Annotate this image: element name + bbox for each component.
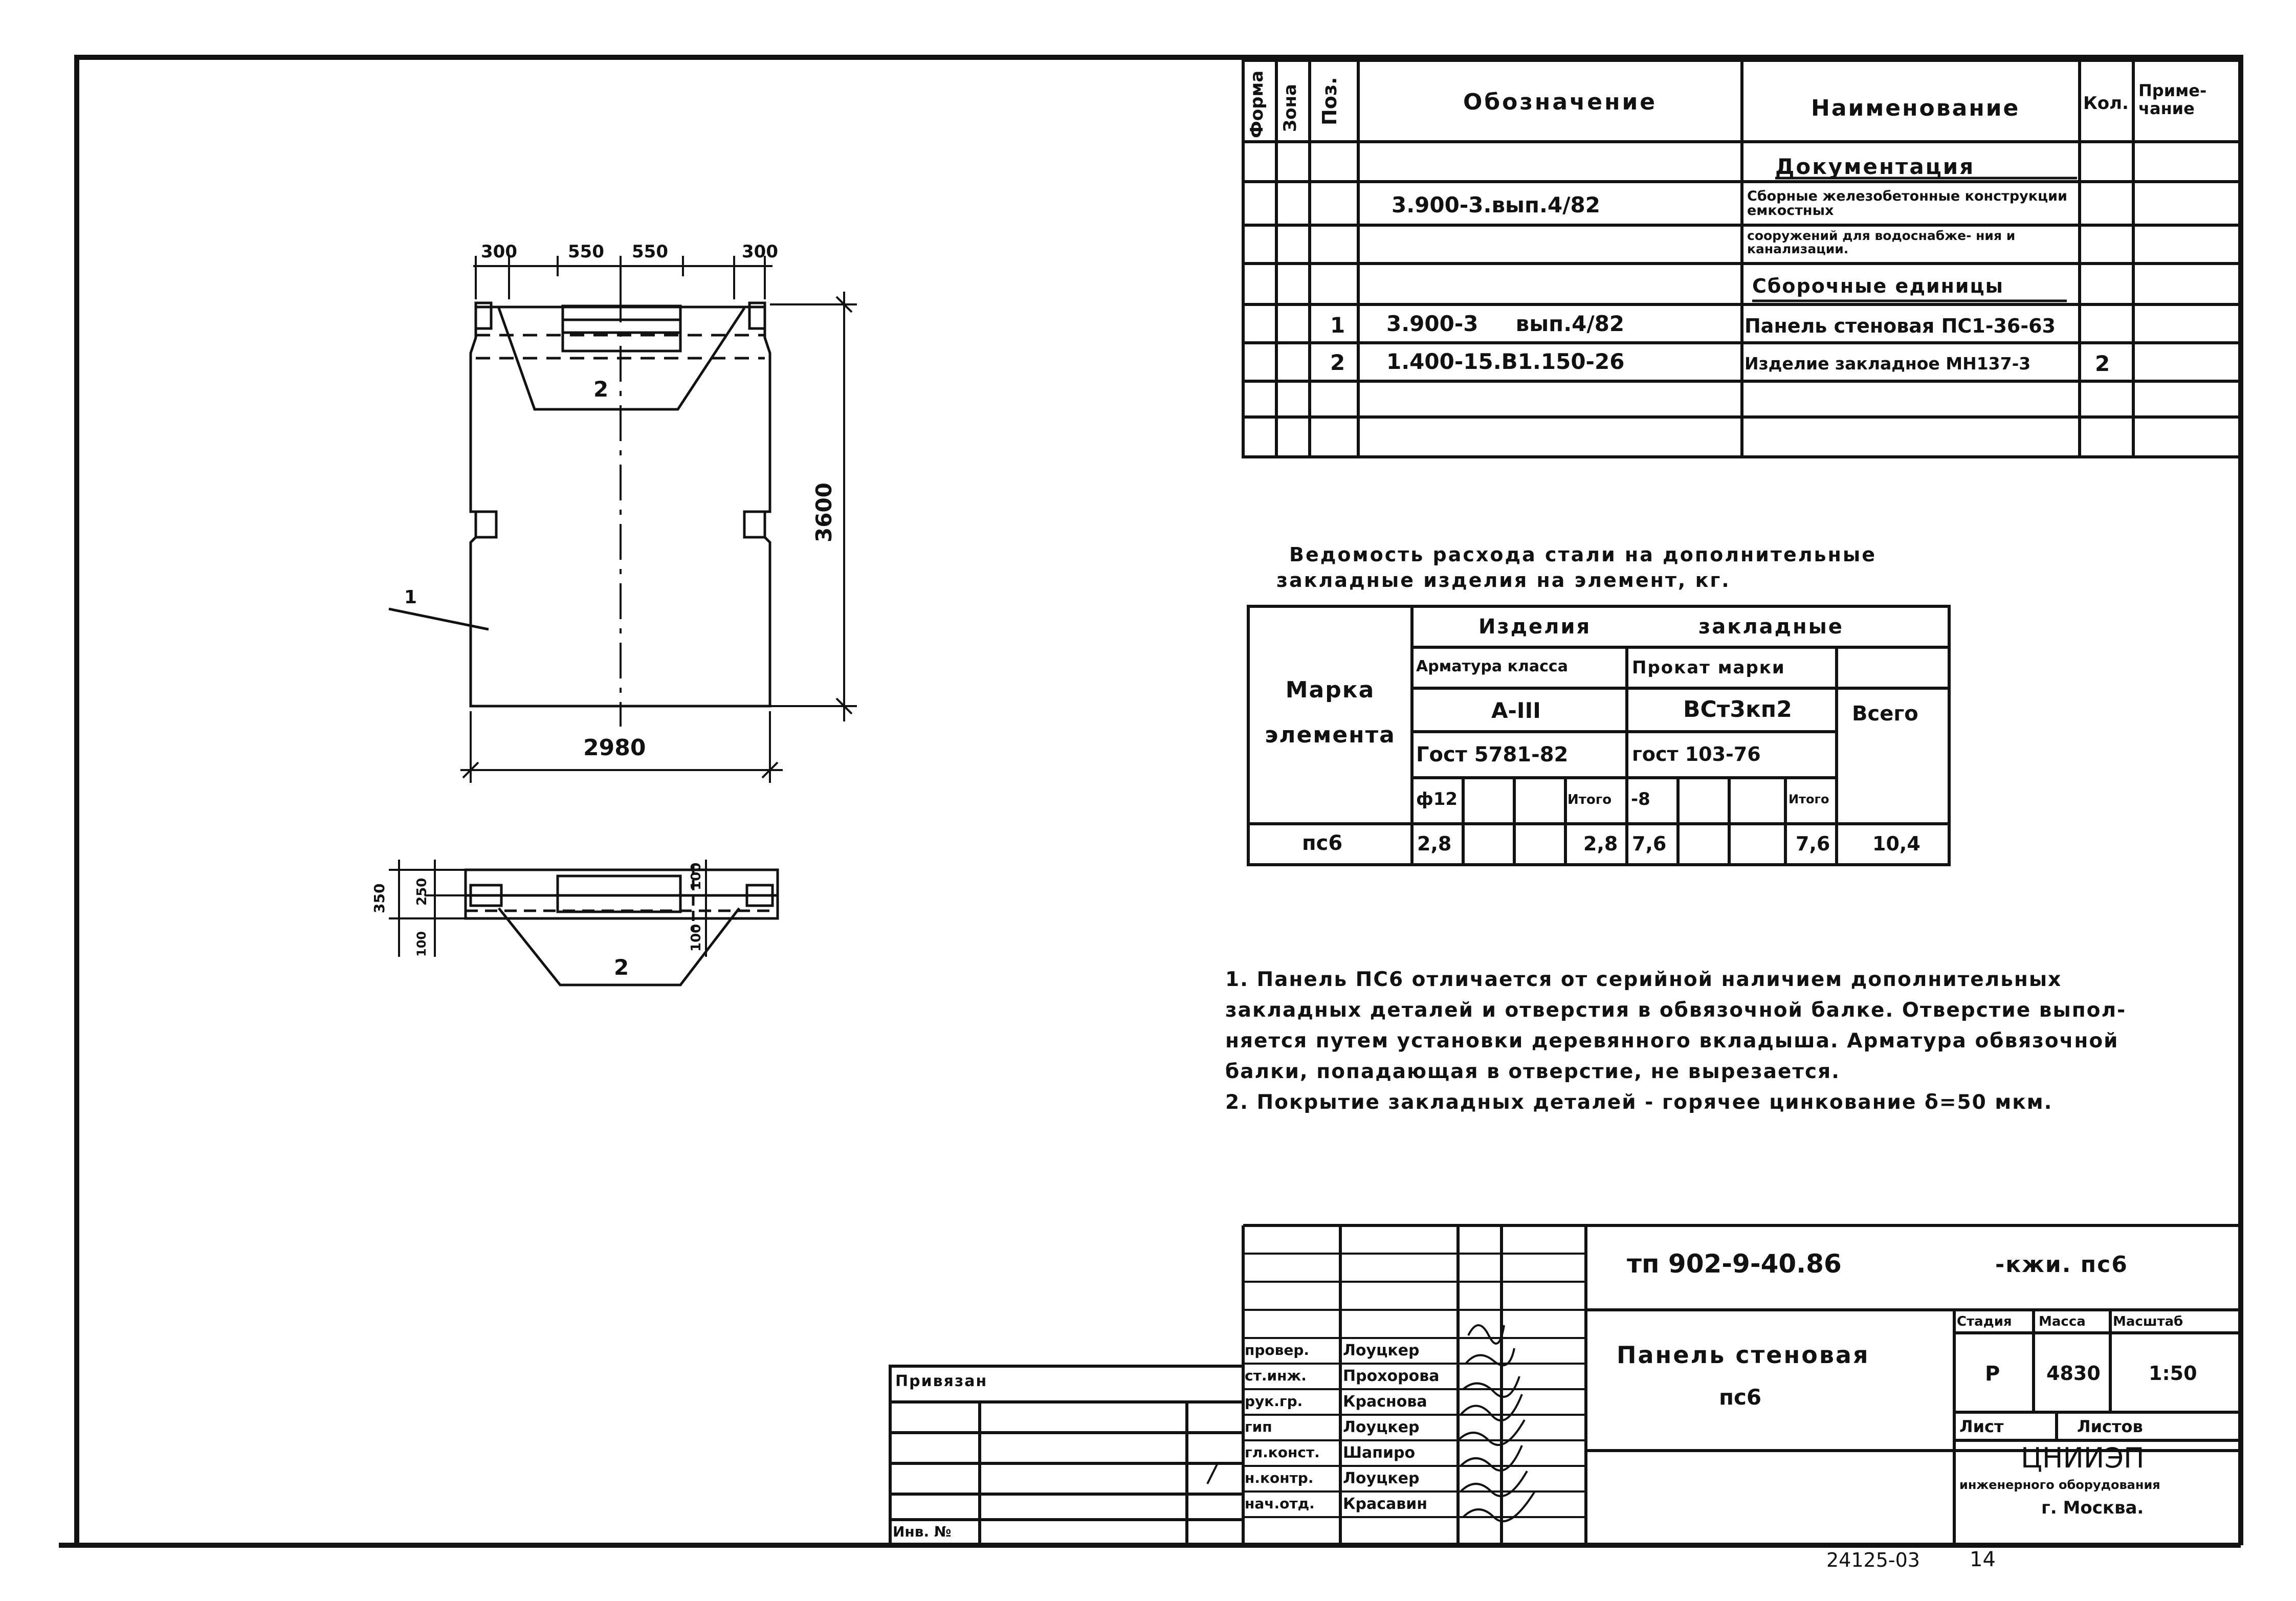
stamp-role-1: ст.инж. xyxy=(1245,1367,1307,1384)
steel-mark-header: Марка элемента xyxy=(1265,677,1396,748)
steel-row-d8: 7,6 xyxy=(1632,832,1667,855)
stamp-massa-label: Масса xyxy=(2039,1314,2086,1329)
stamp-inv: Инв. № xyxy=(893,1523,952,1540)
steel-group-header-1: Изделия xyxy=(1478,615,1592,639)
note-line-2: закладных деталей и отверстия в обвязочн… xyxy=(1225,999,2127,1022)
spec-header-forma: Форма xyxy=(1247,70,1267,138)
spec-row-4-name: Панель стеновая ПС1-36-63 xyxy=(1745,315,2056,337)
spec-header-oboznachenie: Обозначение xyxy=(1463,89,1658,115)
stamp-role-6: нач.отд. xyxy=(1245,1495,1315,1512)
section-dim-250: 250 xyxy=(414,878,430,906)
footer-archive: 24125-03 xyxy=(1826,1549,1920,1571)
steel-group-header-2: закладные xyxy=(1698,615,1844,639)
stamp-role-5: н.контр. xyxy=(1245,1470,1314,1486)
note-line-3: няется путем установки деревянного вклад… xyxy=(1225,1029,2119,1052)
dim-width-2980: 2980 xyxy=(583,735,646,761)
spec-header-zona: Зона xyxy=(1280,84,1300,132)
stamp-role-3: гип xyxy=(1245,1418,1272,1435)
spec-header-naimenovanie: Наименование xyxy=(1811,95,2020,121)
note-line-1: 1. Панель ПС6 отличается от серийной нал… xyxy=(1225,968,2062,991)
stamp-code: тп 902-9-40.86 xyxy=(1627,1249,1842,1279)
spec-row-4-oboz: 3.900-3 вып.4/82 xyxy=(1386,311,1625,336)
spec-row-3-name: Сборочные единицы xyxy=(1752,275,2004,297)
stamp-title-line2: пс6 xyxy=(1719,1385,1762,1410)
spec-row-1-name: Сборные железобетонные конструкции емкос… xyxy=(1747,188,2067,219)
section-dim-100-left: 100 xyxy=(414,931,429,957)
stamp-list-label: Лист xyxy=(1959,1417,2004,1436)
stamp-suffix: -кжи. пс6 xyxy=(1995,1252,2128,1278)
steel-row-itogo1: 2,8 xyxy=(1583,832,1618,855)
steel-row-total: 10,4 xyxy=(1872,832,1920,855)
callout-1: 1 xyxy=(404,587,417,608)
steel-prokat-mark: ВСт3кп2 xyxy=(1683,696,1792,722)
stamp-privyazan: Привязан xyxy=(895,1372,988,1390)
stamp-masshtab-label: Масштаб xyxy=(2113,1314,2183,1329)
steel-armatura: Арматура класса xyxy=(1416,657,1568,675)
steel-row-mark: пс6 xyxy=(1302,831,1343,855)
stamp-stadia: Р xyxy=(1985,1362,2000,1386)
stamp-org-name: ЦНИИЭП xyxy=(2021,1442,2145,1474)
stamp-name-5: Лоуцкер xyxy=(1343,1470,1420,1487)
footer-sheet: 14 xyxy=(1970,1548,1996,1571)
stamp-org-sub: инженерного оборудования xyxy=(1959,1478,2160,1492)
stamp-role-4: гл.конст. xyxy=(1245,1444,1320,1461)
steel-title-line2: закладные изделия на элемент, кг. xyxy=(1276,569,1731,591)
spec-header-kol: Кол. xyxy=(2083,93,2129,114)
steel-armatura-class: А-III xyxy=(1491,698,1541,723)
stamp-role-0: провер. xyxy=(1245,1342,1310,1358)
steel-row-itogo2: 7,6 xyxy=(1796,832,1830,855)
dim-height-3600: 3600 xyxy=(811,483,836,542)
stamp-name-3: Лоуцкер xyxy=(1343,1418,1420,1436)
stamp-listov-label: Листов xyxy=(2077,1417,2143,1436)
stamp-org-city: г. Москва. xyxy=(2041,1498,2144,1518)
dim-top-550-left: 550 xyxy=(568,242,604,262)
section-dim-350: 350 xyxy=(371,883,388,913)
dim-top-300-left: 300 xyxy=(481,242,517,262)
steel-prokat-gost: гост 103-76 xyxy=(1632,743,1761,765)
steel-vsego: Всего xyxy=(1852,702,1918,726)
stamp-name-1: Прохорова xyxy=(1343,1367,1440,1385)
steel-row-d12: 2,8 xyxy=(1417,832,1452,855)
steel-sub-itogo2: Итого xyxy=(1789,792,1829,806)
stamp-name-6: Красавин xyxy=(1343,1495,1427,1513)
section-dim-100-top: 100 xyxy=(689,862,704,890)
steel-prokat: Прокат марки xyxy=(1632,657,1785,678)
spec-row-1-oboz: 3.900-3.вып.4/82 xyxy=(1392,192,1601,217)
spec-header-poz: Поз. xyxy=(1318,77,1341,125)
note-line-5: 2. Покрытие закладных деталей - горячее … xyxy=(1225,1091,2053,1114)
spec-row-0-name: Документация xyxy=(1775,154,1975,179)
steel-title-line1: Ведомость расхода стали на дополнительны… xyxy=(1289,543,1876,566)
steel-sub-d12: ф12 xyxy=(1416,789,1458,809)
steel-sub-itogo1: Итого xyxy=(1568,792,1612,807)
callout-2-section: 2 xyxy=(614,955,629,980)
stamp-masshtab: 1:50 xyxy=(2149,1362,2197,1385)
stamp-massa: 4830 xyxy=(2046,1362,2101,1385)
spec-row-5-poz: 2 xyxy=(1330,350,1345,375)
spec-row-5-name: Изделие закладное МН137-3 xyxy=(1745,354,2031,374)
section-dim-100-bottom: 100 xyxy=(689,924,704,952)
dim-top-300-right: 300 xyxy=(742,242,778,262)
spec-row-4-poz: 1 xyxy=(1330,313,1345,338)
stamp-stadia-label: Стадия xyxy=(1957,1314,2012,1329)
dim-top-550-right: 550 xyxy=(632,242,668,262)
stamp-name-4: Шапиро xyxy=(1343,1444,1416,1462)
spec-row-5-oboz: 1.400-15.В1.150-26 xyxy=(1386,349,1625,374)
spec-header-primechanie: Приме- чание xyxy=(2138,81,2207,119)
callout-2-front: 2 xyxy=(593,377,609,402)
stamp-name-0: Лоуцкер xyxy=(1343,1342,1420,1359)
spec-row-5-kol: 2 xyxy=(2095,351,2110,376)
note-line-4: балки, попадающая в отверстие, не выреза… xyxy=(1225,1060,1840,1083)
steel-sub-d8: -8 xyxy=(1631,789,1650,809)
steel-armatura-gost: Гост 5781-82 xyxy=(1416,743,1569,766)
stamp-role-2: рук.гр. xyxy=(1245,1393,1303,1410)
stamp-name-2: Краснова xyxy=(1343,1393,1427,1411)
spec-row-2-name: сооружений для водоснабже- ния и канализ… xyxy=(1747,228,2016,257)
stamp-title-line1: Панель стеновая xyxy=(1617,1341,1870,1369)
